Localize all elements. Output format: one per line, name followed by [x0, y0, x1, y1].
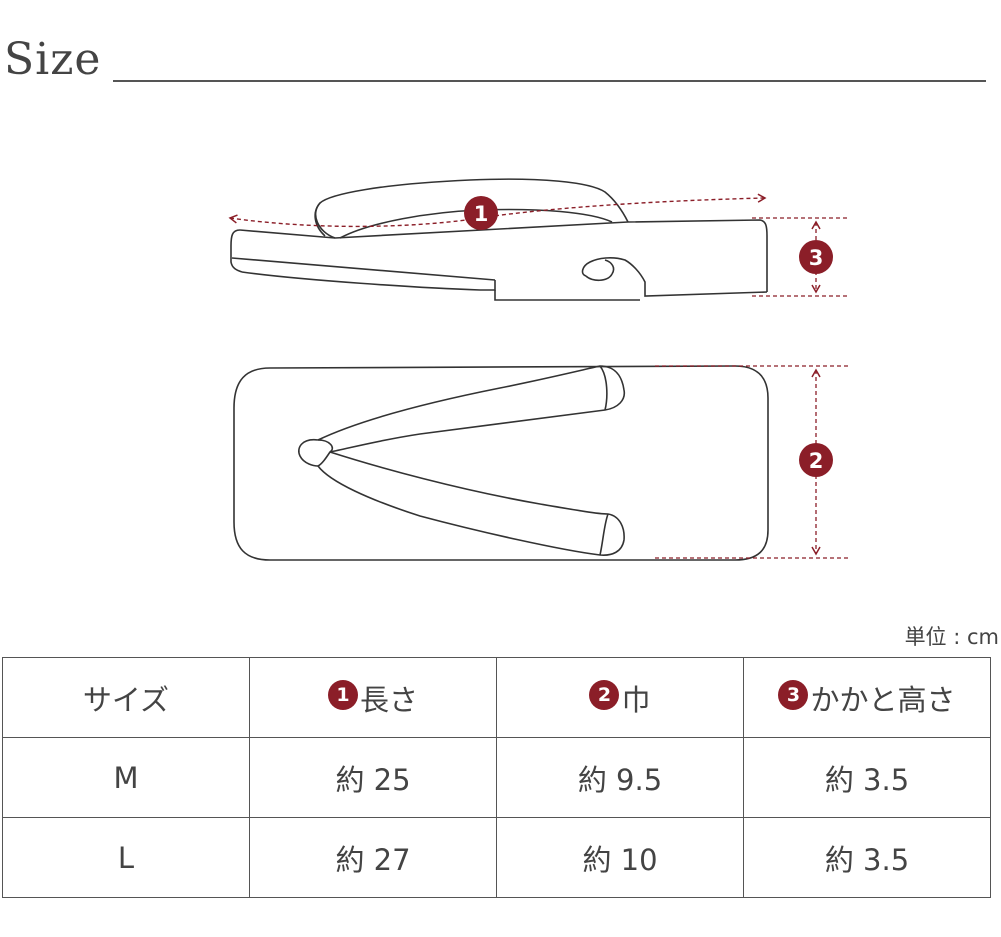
header-badge: 2 — [589, 679, 620, 710]
table-cell: 約 27 — [249, 817, 497, 898]
length-dimension-arrow — [228, 193, 767, 228]
table-row: L 約 27 約 10 約 3.5 — [2, 817, 991, 898]
title-underline — [113, 80, 986, 82]
header-label: 長さ — [359, 682, 418, 717]
table-row: M 約 25 約 9.5 約 3.5 — [2, 737, 991, 818]
marker-1: 1 — [464, 196, 498, 230]
table-cell: 約 25 — [249, 737, 497, 818]
sandal-size-diagram: 1 3 2 — [228, 178, 850, 561]
header-size: サイズ — [2, 657, 250, 738]
svg-text:3: 3 — [809, 246, 824, 270]
table-cell: 約 3.5 — [743, 737, 991, 818]
table-cell: 約 10 — [496, 817, 744, 898]
table-cell: M — [2, 737, 250, 818]
table-cell: 約 9.5 — [496, 737, 744, 818]
sandal-top-view — [233, 365, 769, 561]
unit-label: 単位 : cm — [904, 625, 999, 649]
svg-text:1: 1 — [474, 202, 489, 226]
section-title: Size — [4, 34, 102, 85]
table-cell: 約 3.5 — [743, 817, 991, 898]
header-badge: 1 — [327, 679, 358, 710]
header-label: サイズ — [82, 682, 170, 717]
marker-2: 2 — [799, 443, 833, 477]
marker-3: 3 — [799, 240, 833, 274]
header-badge: 3 — [778, 679, 809, 710]
header-label: かかと高さ — [810, 682, 956, 717]
svg-text:2: 2 — [809, 449, 824, 473]
table-cell: L — [2, 817, 250, 898]
header-label: 巾 — [621, 682, 651, 717]
sandal-side-view — [230, 178, 768, 301]
